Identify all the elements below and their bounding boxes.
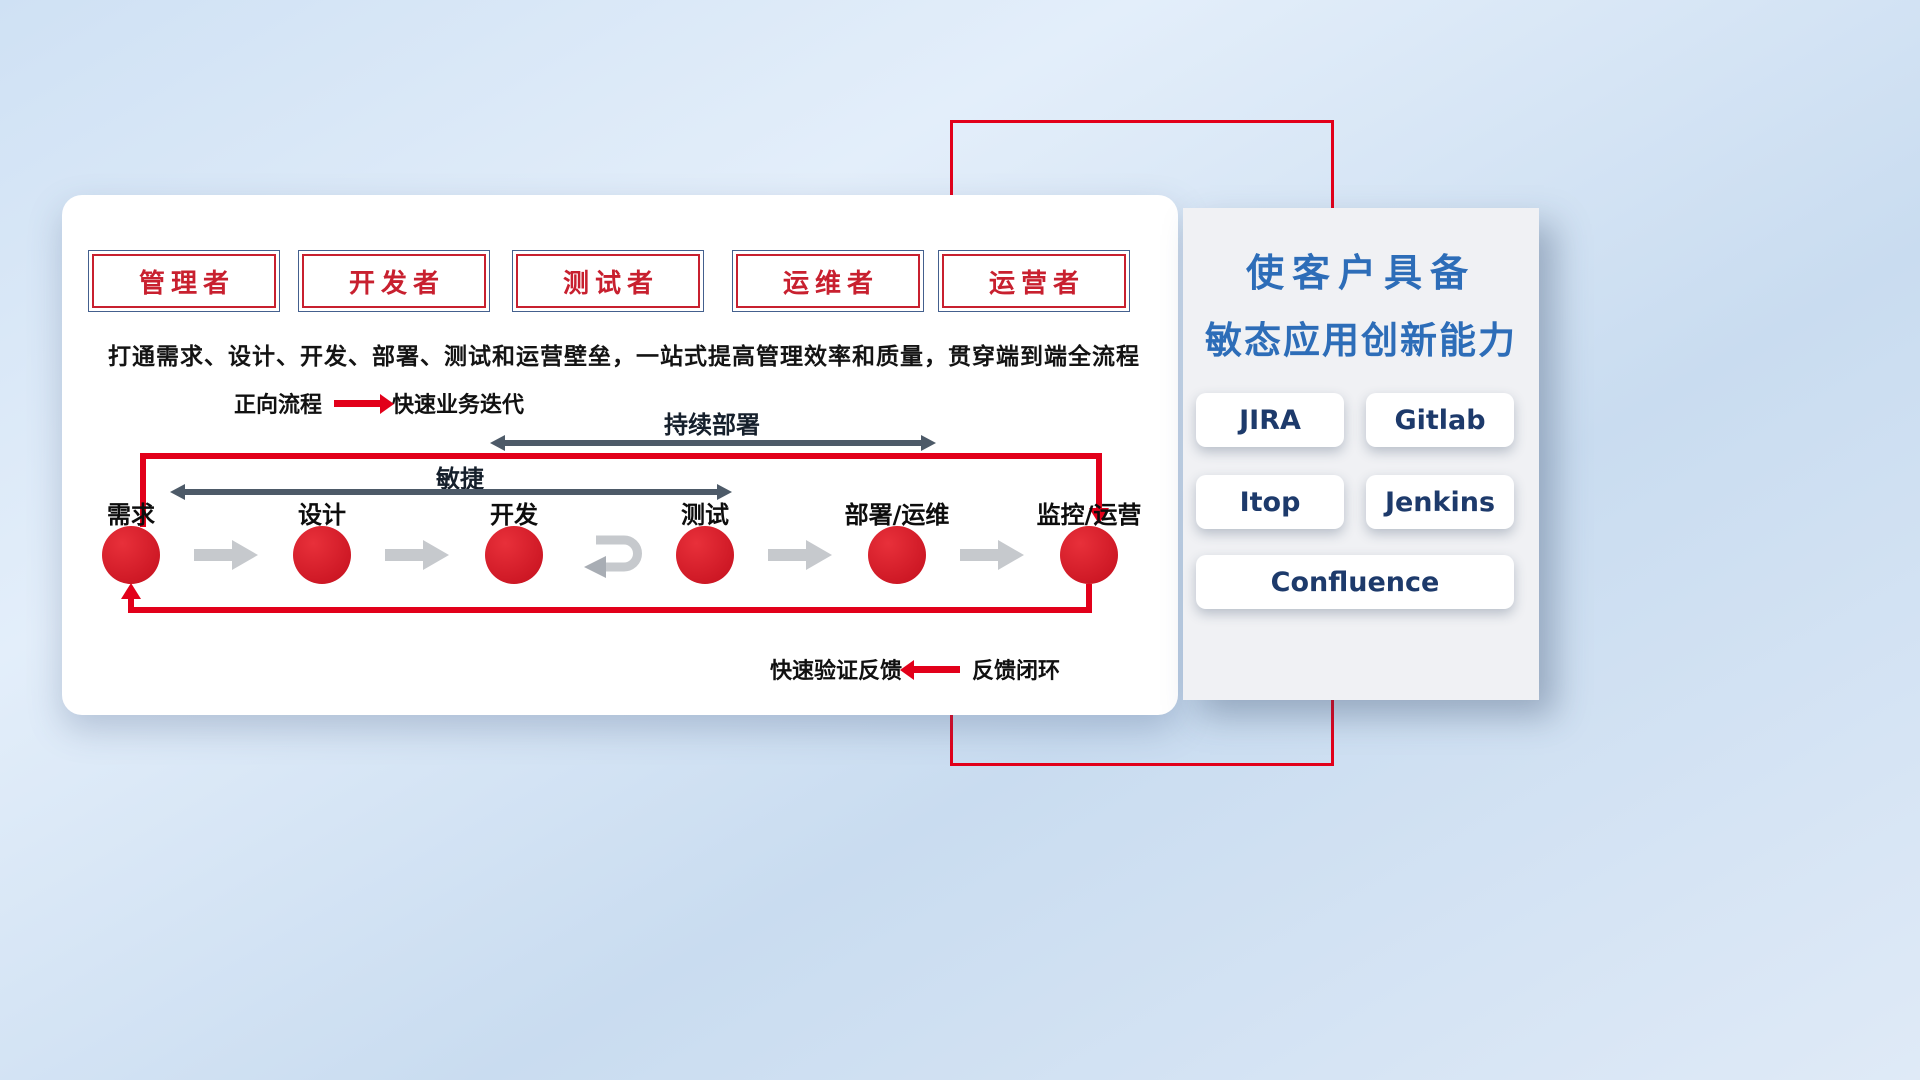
role-label: 测试者 [516,254,700,308]
role-label: 运维者 [736,254,920,308]
flow-step-label-requirements: 需求 [107,501,155,529]
flow-step-label-design: 设计 [298,501,346,529]
arrow-shaft [502,440,924,446]
iteration-loop-icon [584,535,642,578]
flow-subtitle: 打通需求、设计、开发、部署、测试和运营壁垒，一站式提高管理效率和质量，贯穿端到端… [108,344,1140,370]
continuous-deploy-double-arrow-icon [490,435,936,451]
tool-button-gitlab: Gitlab [1366,393,1514,447]
legend-feedback-desc: 快速验证反馈 [770,659,903,684]
legend-forward-label: 正向流程 [234,393,323,418]
continuous-deploy-label: 持续部署 [664,411,760,439]
role-label: 开发者 [302,254,486,308]
tool-button-confluence: Confluence [1196,555,1514,609]
agile-label: 敏捷 [436,465,484,493]
flow-step-label-development: 开发 [490,501,538,529]
forward-loop-line-left [140,453,146,527]
legend-forward-desc: 快速业务迭代 [392,393,525,418]
feedback-loop-line-left [128,599,134,613]
feedback-loop-line-right [1086,584,1092,613]
role-box-operator: 运营者 [938,250,1130,312]
forward-loop-line-right [1096,453,1102,509]
role-box-ops: 运维者 [732,250,924,312]
legend-forward: 正向流程 快速业务迭代 [234,387,524,419]
panel-title-line2: 敏态应用创新能力 [1205,319,1517,362]
flow-node-monitor-operations [1060,526,1118,584]
tool-button-jenkins: Jenkins [1366,475,1514,529]
loop-arrowhead-down-icon [1089,508,1109,524]
flow-arrow-icon [194,540,258,570]
role-box-developer: 开发者 [298,250,490,312]
flow-step-label-monitor-operations: 监控/运营 [1036,501,1142,529]
flow-node-testing [676,526,734,584]
tool-button-jira: JIRA [1196,393,1344,447]
flow-node-requirements [102,526,160,584]
panel-title-line1: 使客户具备 [1245,251,1476,295]
forward-loop-line-top [140,453,1102,459]
arrow-shaft [182,489,720,495]
flow-arrow-icon [768,540,832,570]
role-label: 运营者 [942,254,1126,308]
flow-node-deploy-ops [868,526,926,584]
role-box-manager: 管理者 [88,250,280,312]
role-label: 管理者 [92,254,276,308]
flow-node-development [485,526,543,584]
capability-panel: 使客户具备 敏态应用创新能力 JIRA Gitlab Itop Jenkins … [1183,208,1539,700]
feedback-loop-line-bottom [128,607,1089,613]
flow-arrow-icon [960,540,1024,570]
flow-node-design [293,526,351,584]
role-box-tester: 测试者 [512,250,704,312]
devops-flow-card: 管理者 开发者 测试者 运维者 运营者 打通需求、设计、开发、部署、测试和运营壁… [62,195,1178,715]
legend-feedback: 快速验证反馈 反馈闭环 [770,653,1060,685]
loop-arrowhead-up-icon [121,583,141,599]
flow-step-label-testing: 测试 [681,501,729,529]
agile-double-arrow-icon [170,484,732,500]
forward-arrow-icon [334,393,395,414]
flow-step-label-deploy-ops: 部署/运维 [844,501,950,529]
feedback-arrow-icon [900,659,961,680]
legend-feedback-label: 反馈闭环 [972,659,1061,684]
flow-arrow-icon [385,540,449,570]
tool-button-itop: Itop [1196,475,1344,529]
